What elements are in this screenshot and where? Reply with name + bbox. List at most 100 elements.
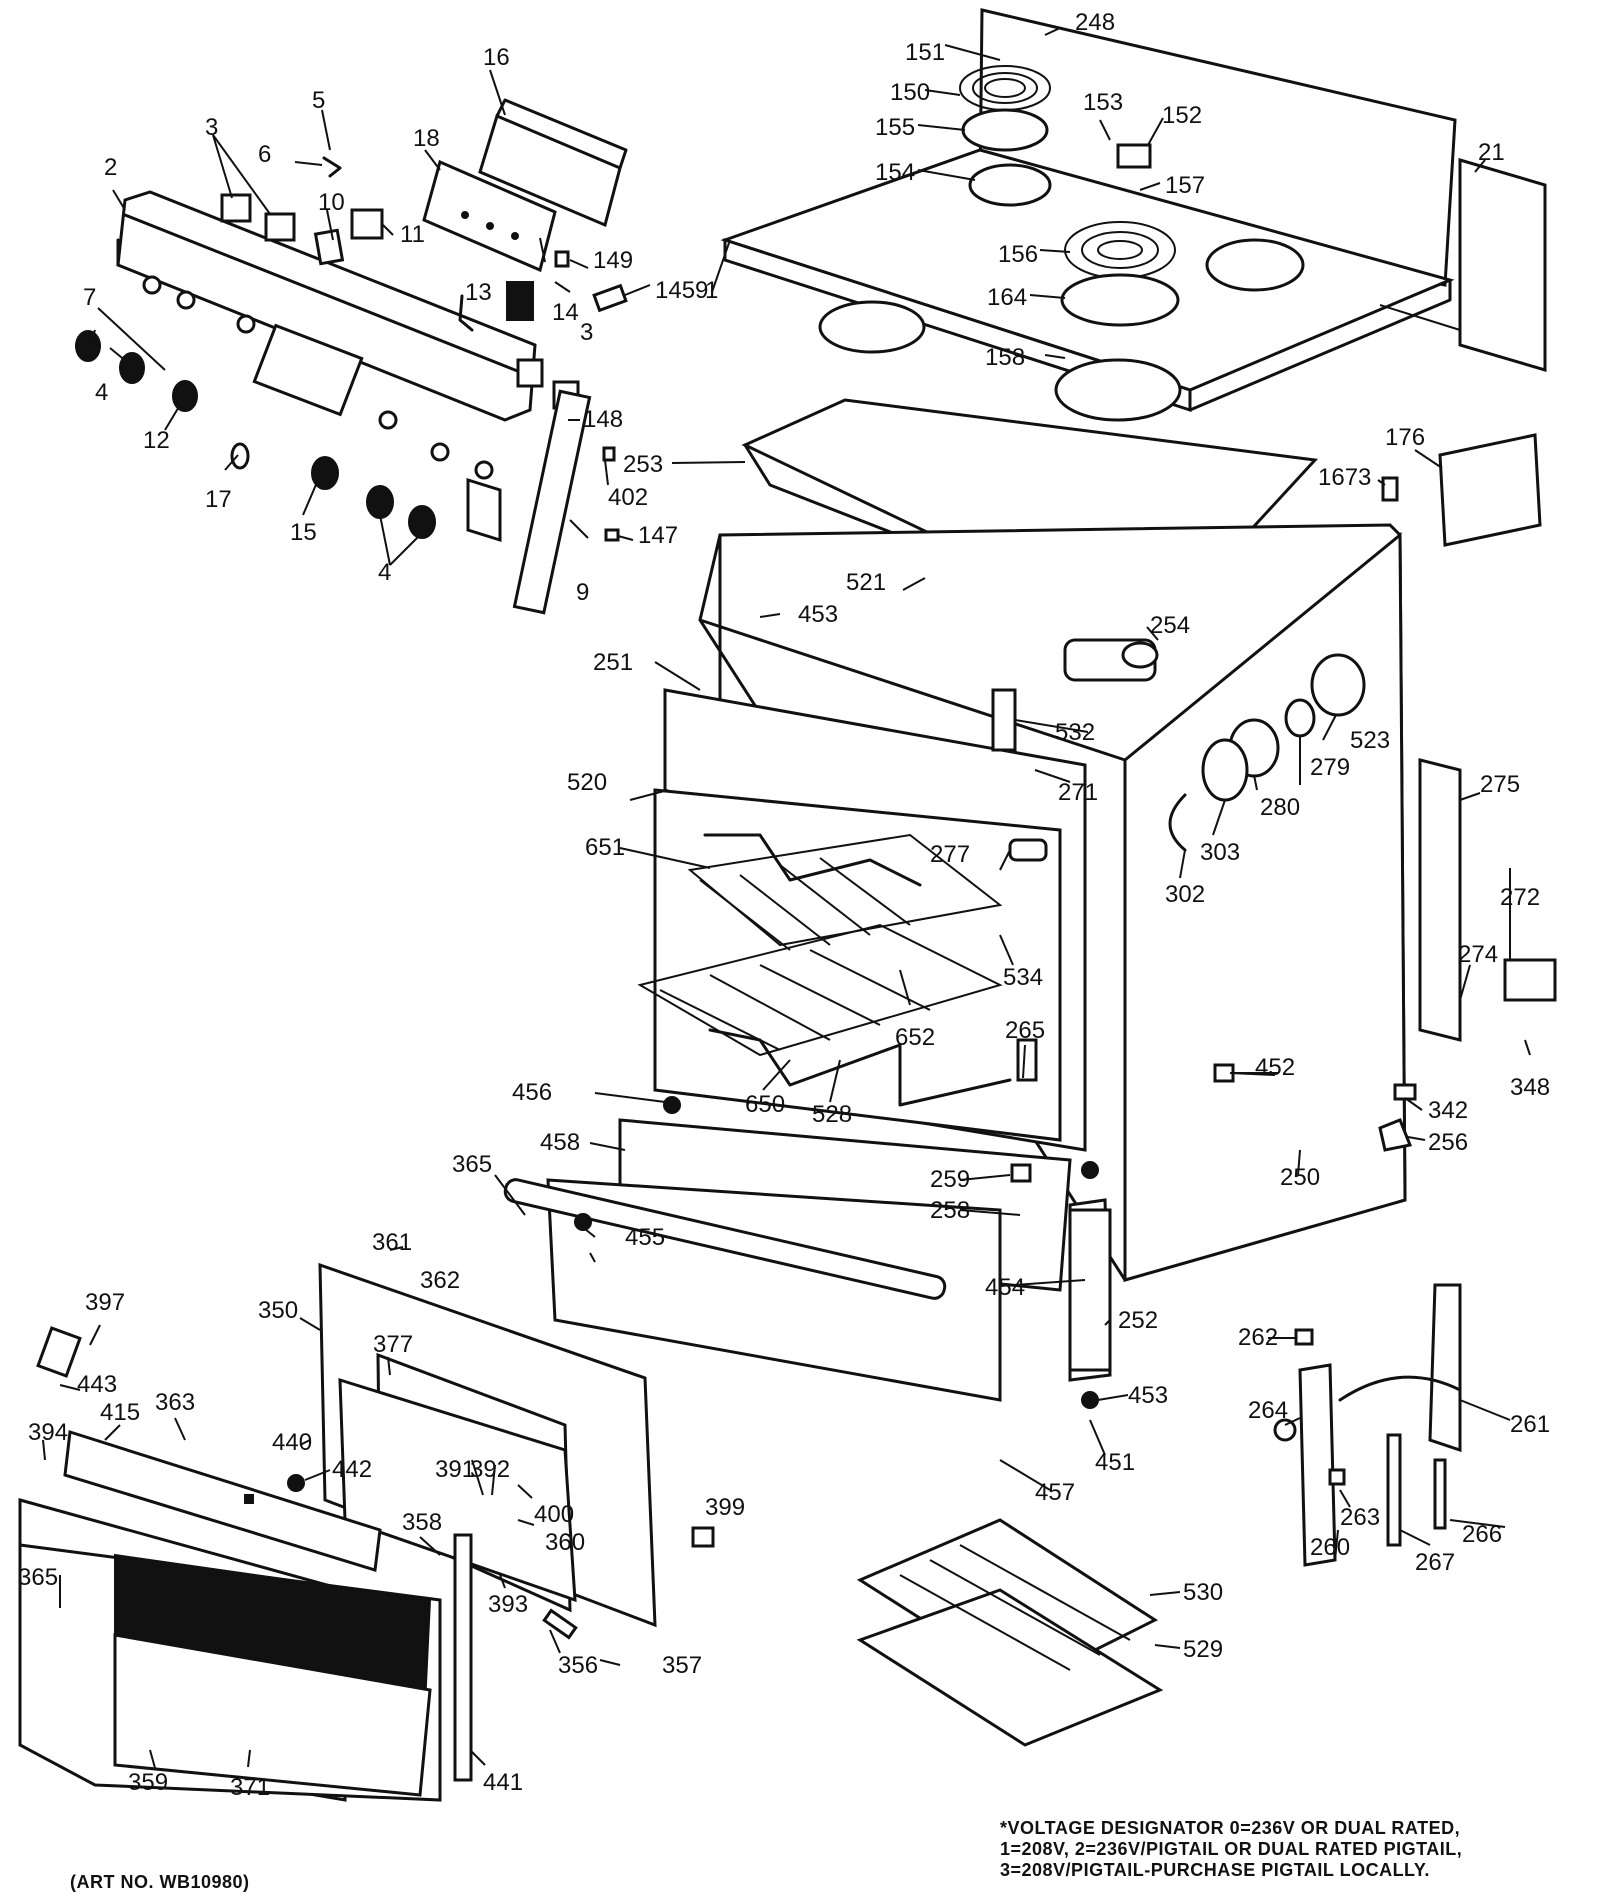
voltage-note-line-3: 3=208V/PIGTAIL-PURCHASE PIGTAIL LOCALLY. [1000, 1860, 1430, 1880]
part-label-532: 532 [1055, 719, 1095, 746]
part-label-261: 261 [1510, 1411, 1550, 1438]
part-label-458: 458 [540, 1129, 580, 1156]
part-label-365: 365 [452, 1151, 492, 1178]
part-label-250: 250 [1280, 1164, 1320, 1191]
part-label-149: 149 [593, 247, 633, 274]
part-label-361: 361 [372, 1229, 412, 1256]
door-hinge-clip [36, 1326, 82, 1378]
part-label-263: 263 [1340, 1504, 1380, 1531]
part-label-150: 150 [890, 79, 930, 106]
part-label-18: 18 [413, 125, 440, 152]
part-label-3: 3 [580, 319, 593, 346]
part-label-267: 267 [1415, 1549, 1455, 1576]
part-label-302: 302 [1165, 881, 1205, 908]
bracket-176 [1438, 433, 1542, 547]
part-label-260: 260 [1310, 1534, 1350, 1561]
part-label-275: 275 [1480, 771, 1520, 798]
part-label-259: 259 [930, 1166, 970, 1193]
part-label-365: 365 [18, 1564, 58, 1591]
part-label-377: 377 [373, 1331, 413, 1358]
part-label-391: 391 [435, 1456, 475, 1483]
hinge-spring [1386, 1433, 1402, 1547]
bulb-cover [1201, 738, 1249, 802]
oven-vent-tube [991, 688, 1017, 752]
part-label-279: 279 [1310, 754, 1350, 781]
bake-element [708, 1028, 1012, 1107]
oven-door-assembly [18, 1262, 715, 1802]
part-label-530: 530 [1183, 1579, 1223, 1606]
part-label-1673: 1673 [1318, 464, 1371, 491]
part-label-2: 2 [104, 154, 117, 181]
part-label-254: 254 [1150, 612, 1190, 639]
part-label-262: 262 [1238, 1324, 1278, 1351]
voltage-designator-note: *VOLTAGE DESIGNATOR 0=236V OR DUAL RATED… [1000, 1818, 1590, 1881]
part-labels: 1 2 3 3 4 4 5 6 7 9 10 11 12 13 14 15 16… [18, 9, 1550, 1801]
voltage-note-line-1: *VOLTAGE DESIGNATOR 0=236V OR DUAL RATED… [1000, 1818, 1461, 1838]
part-label-453: 453 [1128, 1382, 1168, 1409]
part-label-265: 265 [1005, 1017, 1045, 1044]
part-label-154: 154 [875, 159, 915, 186]
part-label-371: 371 [230, 1774, 270, 1801]
part-label-652: 652 [895, 1024, 935, 1051]
part-label-157: 157 [1165, 172, 1205, 199]
part-label-16: 16 [483, 44, 510, 71]
part-label-13: 13 [465, 279, 492, 306]
part-label-457: 457 [1035, 1479, 1075, 1506]
wire-retainer [1168, 793, 1187, 852]
part-label-1459: 1459 [655, 277, 708, 304]
rear-panel [1379, 157, 1547, 373]
part-label-534: 534 [1003, 964, 1043, 991]
part-label-252: 252 [1118, 1307, 1158, 1334]
door-handle-bracket [453, 1533, 473, 1782]
part-label-650: 650 [745, 1091, 785, 1118]
part-label-392: 392 [470, 1456, 510, 1483]
part-label-5: 5 [312, 87, 325, 114]
part-label-148: 148 [583, 406, 623, 433]
part-label-400: 400 [534, 1501, 574, 1528]
part-label-4: 4 [95, 379, 108, 406]
part-label-350: 350 [258, 1297, 298, 1324]
part-label-264: 264 [1248, 1397, 1288, 1424]
part-label-442: 442 [332, 1456, 372, 1483]
part-label-393: 393 [488, 1591, 528, 1618]
part-label-342: 342 [1428, 1097, 1468, 1124]
part-label-251: 251 [593, 649, 633, 676]
storage-drawer [503, 1096, 1112, 1409]
part-label-272: 272 [1500, 884, 1540, 911]
part-label-443: 443 [77, 1371, 117, 1398]
part-label-397: 397 [85, 1289, 125, 1316]
part-label-274: 274 [1458, 941, 1498, 968]
lamp-socket [1284, 698, 1316, 738]
part-label-147: 147 [638, 522, 678, 549]
part-label-151: 151 [905, 39, 945, 66]
part-label-451: 451 [1095, 1449, 1135, 1476]
part-label-3: 3 [205, 114, 218, 141]
switches-and-controls [220, 156, 628, 615]
part-label-158: 158 [985, 344, 1025, 371]
part-label-348: 348 [1510, 1074, 1550, 1101]
lamp-receptacle [1310, 653, 1366, 717]
hinge-receiver [1428, 1283, 1462, 1453]
part-label-248: 248 [1075, 9, 1115, 36]
part-label-529: 529 [1183, 1636, 1223, 1663]
part-label-277: 277 [930, 841, 970, 868]
part-label-455: 455 [625, 1224, 665, 1251]
leader-lines [42, 27, 1531, 1769]
part-label-521: 521 [846, 569, 886, 596]
part-label-152: 152 [1162, 102, 1202, 129]
part-label-280: 280 [1260, 794, 1300, 821]
part-label-17: 17 [205, 486, 232, 513]
part-label-440: 440 [272, 1429, 312, 1456]
cooktop-assembly [720, 8, 1457, 422]
door-trim-strip [63, 1430, 382, 1572]
control-knobs [75, 330, 436, 539]
part-label-1: 1 [705, 277, 718, 304]
door-hinge-parts [1273, 1083, 1462, 1567]
part-label-363: 363 [155, 1389, 195, 1416]
part-label-11: 11 [400, 221, 425, 248]
clock-bracket-and-panel [422, 98, 628, 273]
part-label-14: 14 [552, 299, 579, 326]
part-label-359: 359 [128, 1769, 168, 1796]
part-label-651: 651 [585, 834, 625, 861]
